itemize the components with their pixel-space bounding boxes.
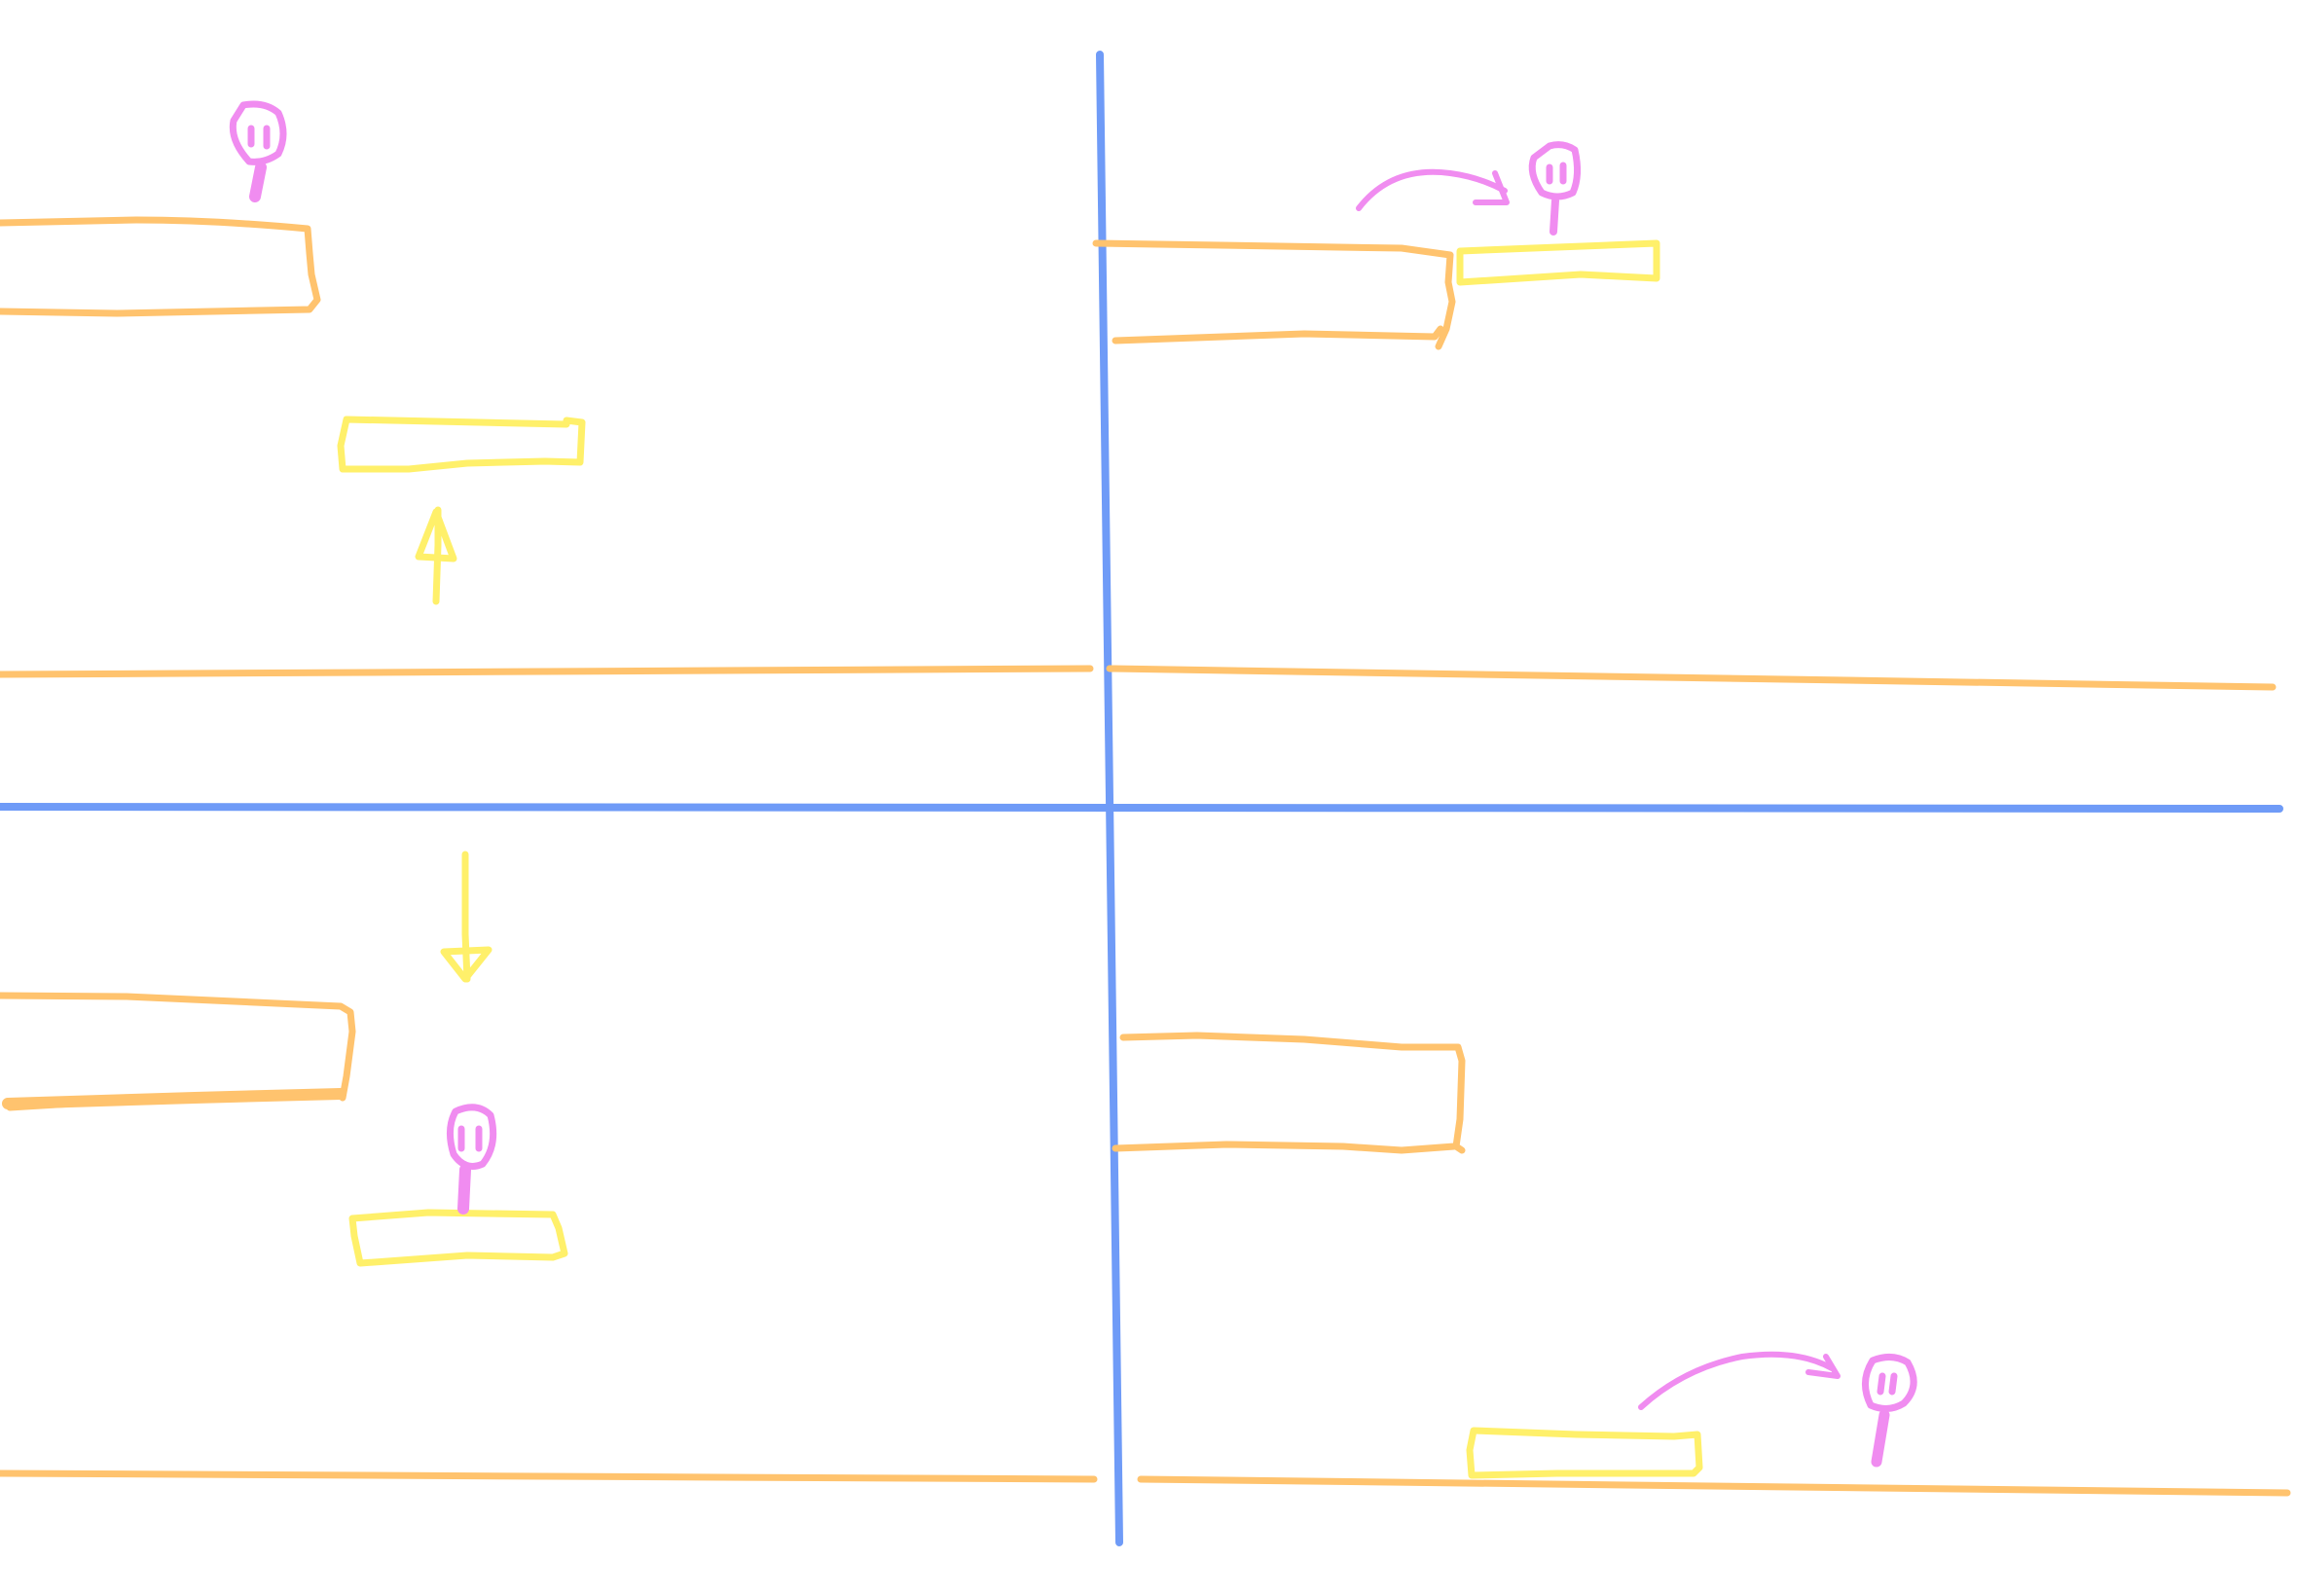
character-eye-left [1877,1372,1886,1396]
arrow-up-icon [415,506,457,605]
ledge-block-underline [2,1088,346,1109]
arrow-down-icon [440,851,492,983]
character-head [229,100,287,165]
ledge-block [0,216,321,317]
character-body [249,162,267,202]
character-head [447,1104,497,1170]
panel-top-left [0,100,1094,678]
horizontal-divider [0,803,2283,813]
character-head [1862,1354,1917,1412]
character-head [1528,141,1582,200]
panel-bottom-left [0,851,1098,1483]
moving-platform [337,416,586,473]
character-body [457,1164,471,1215]
launch-platform [1466,1427,1703,1479]
character [229,100,287,202]
curved-arrow-icon [1356,168,1510,211]
panel-top-right [1092,141,2277,691]
vertical-divider [1096,51,1123,1546]
character-body [1871,1409,1890,1468]
ground-line [0,665,1094,678]
character [1528,141,1582,236]
character-body [1550,197,1559,236]
panel-bottom-right [1112,1032,2291,1497]
character [447,1104,497,1215]
curved-arrow-icon [1638,1351,1841,1410]
ground-line [0,1469,1098,1483]
character-eye-right [1888,1372,1898,1396]
target-platform [1456,239,1660,286]
ground-line [1106,665,2277,691]
panel-dividers [0,51,2283,1546]
ledge-block [1112,1032,1466,1154]
moving-platform [348,1209,568,1267]
ledge-block [1092,239,1456,350]
ground-line [1137,1475,2291,1497]
character [1862,1354,1917,1468]
